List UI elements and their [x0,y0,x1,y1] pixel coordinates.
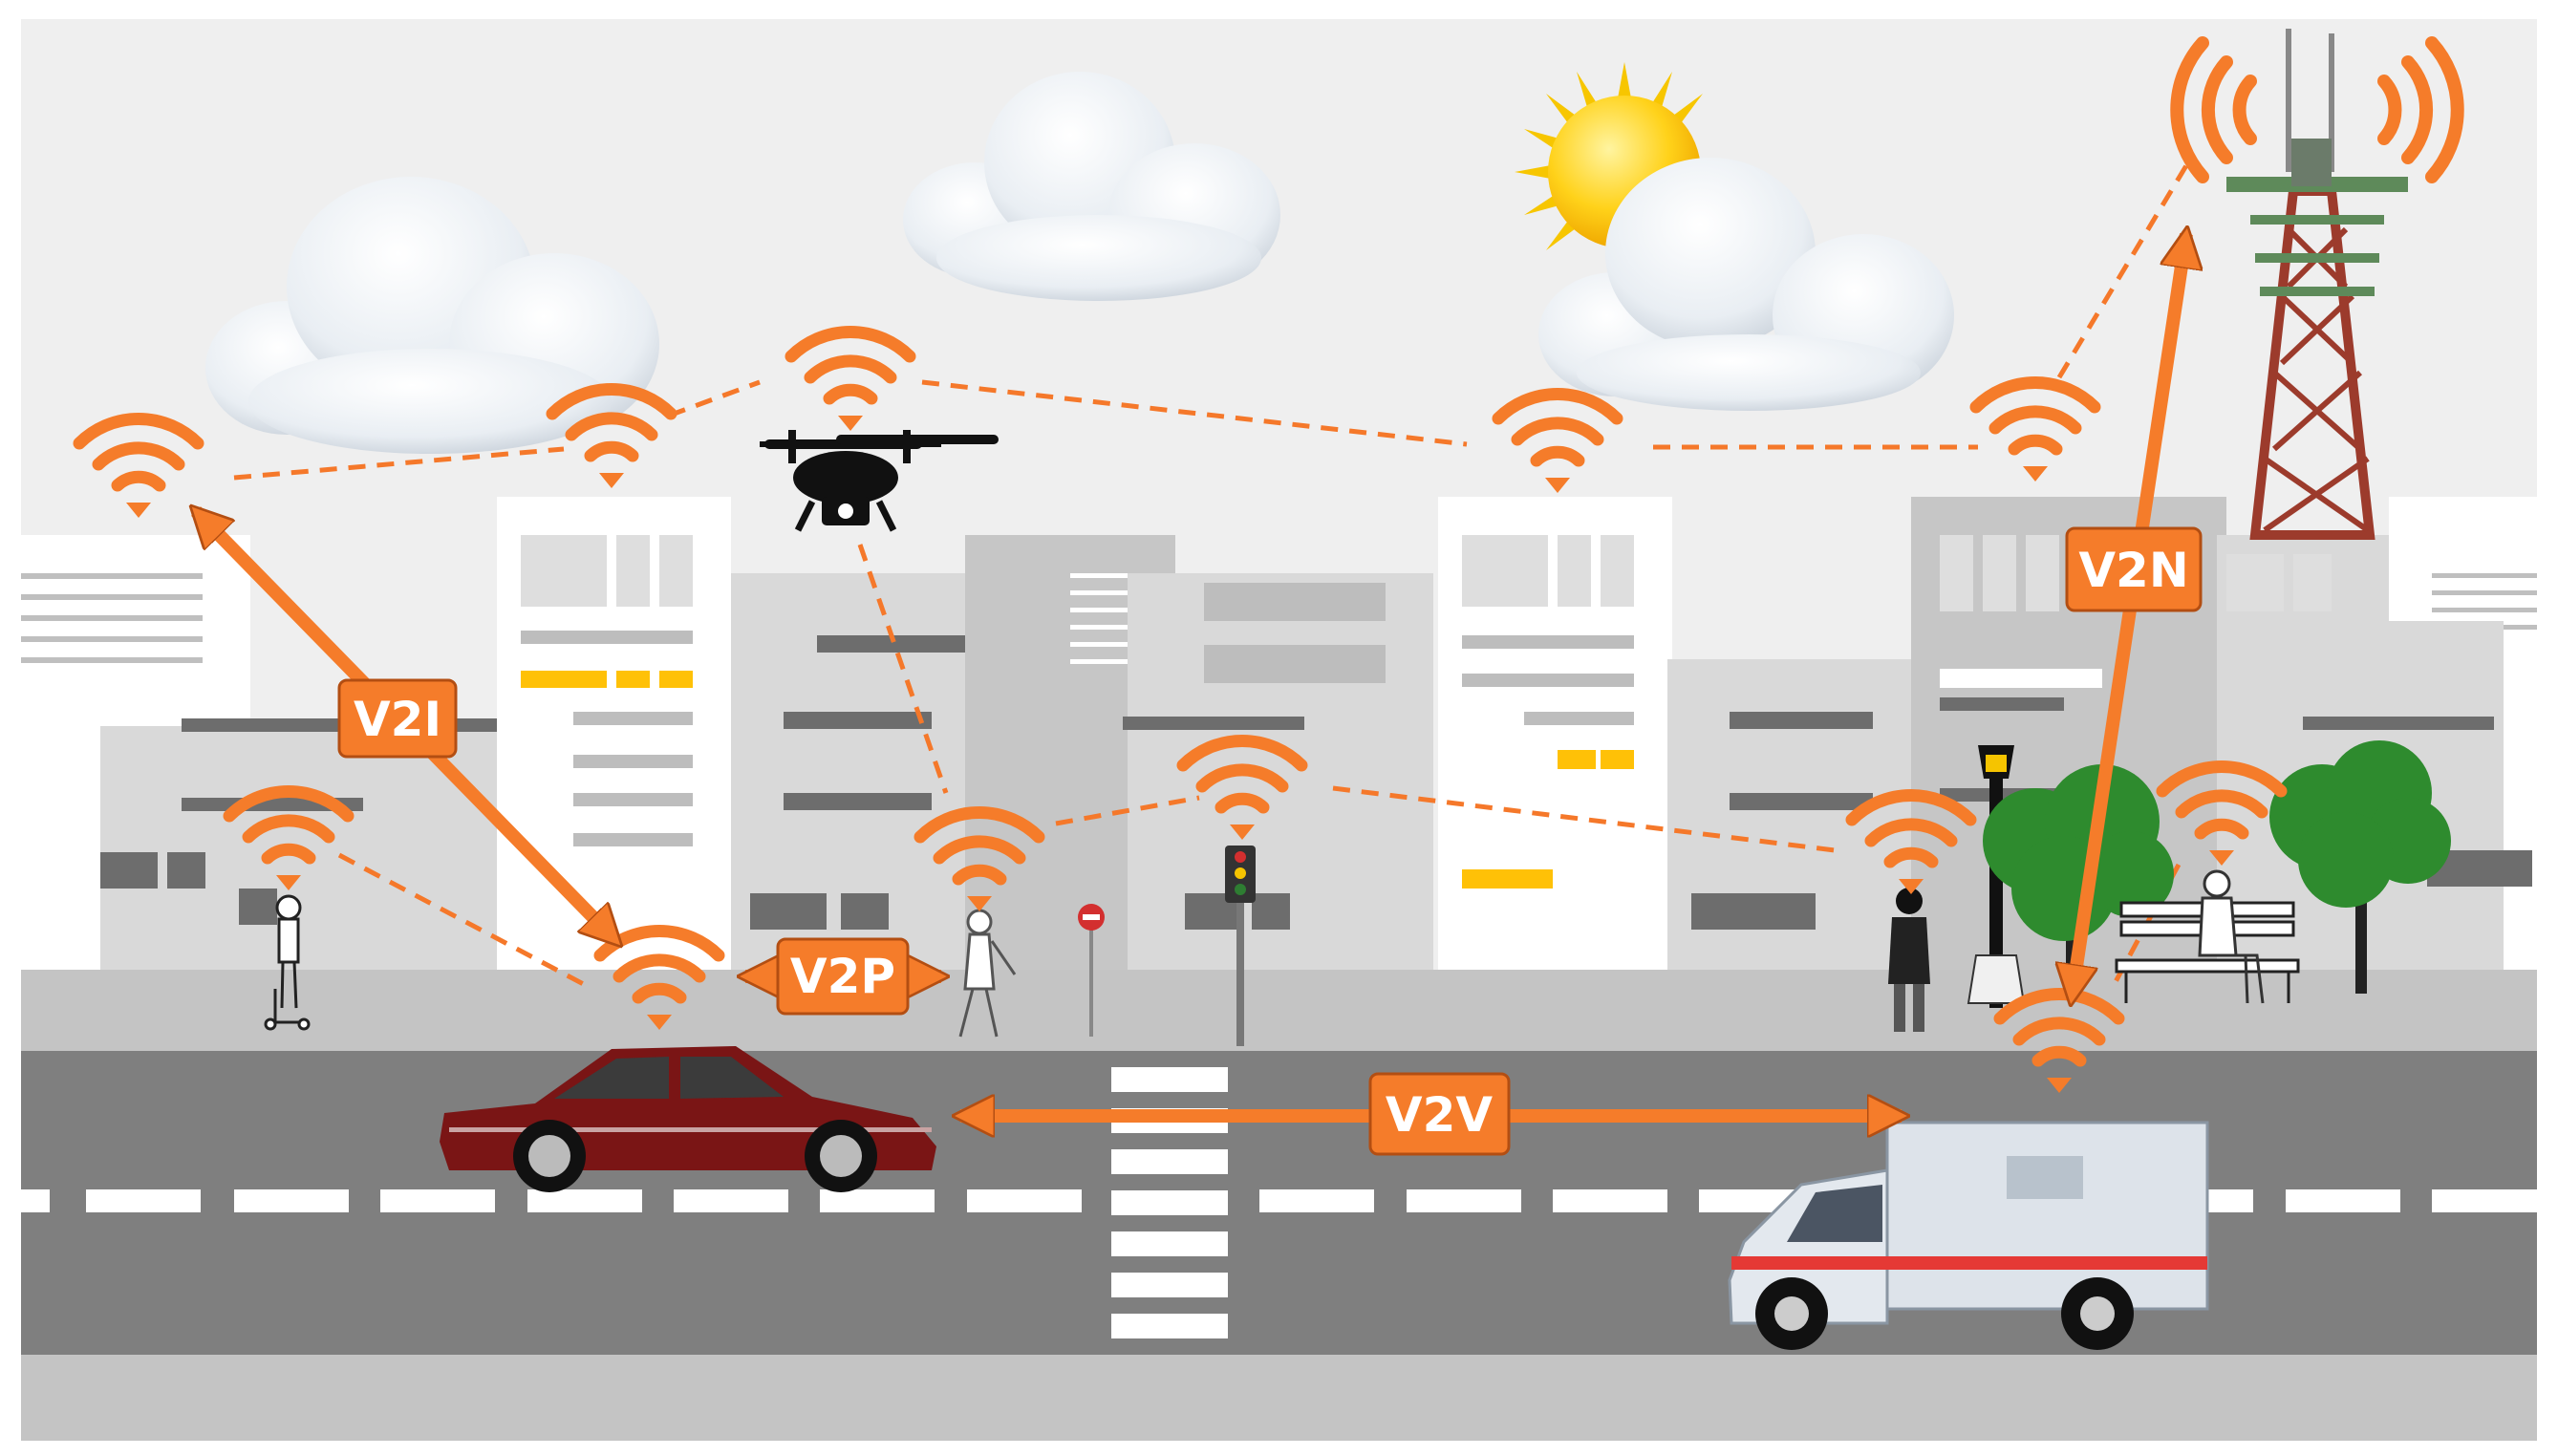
ambulance-icon [1728,1121,2209,1350]
v2i-label: V2I [337,678,458,759]
v2n-label: V2N [2065,526,2203,612]
drone-icon [760,430,999,532]
v2v-label: V2V [1368,1072,1511,1156]
crosswalk [1111,1067,1228,1338]
cloud-icon [1538,158,1954,411]
pedestrian-icon [1888,888,1930,1032]
cell-tower-icon [2226,29,2408,540]
sidewalk [21,970,2537,1051]
car-icon [440,1046,936,1192]
stop-sign-icon [1078,904,1105,1037]
svg-text:V2I: V2I [354,692,441,747]
svg-text:V2P: V2P [790,949,895,1004]
svg-text:V2V: V2V [1386,1087,1493,1143]
pedestrian-icon [958,909,1017,1038]
pedestrian-icon [2198,869,2265,1004]
traffic-light-icon [1225,846,1256,1046]
tree-icon [2269,740,2451,994]
v2p-label: V2P [776,937,910,1016]
cloud-icon [205,177,659,454]
v2n-arrow [2072,234,2186,998]
svg-text:V2N: V2N [2078,543,2188,598]
curb [21,1355,2537,1441]
cloud-icon [903,72,1280,301]
tower-signal-icon [2170,36,2464,183]
lane-markings [21,1189,2537,1212]
